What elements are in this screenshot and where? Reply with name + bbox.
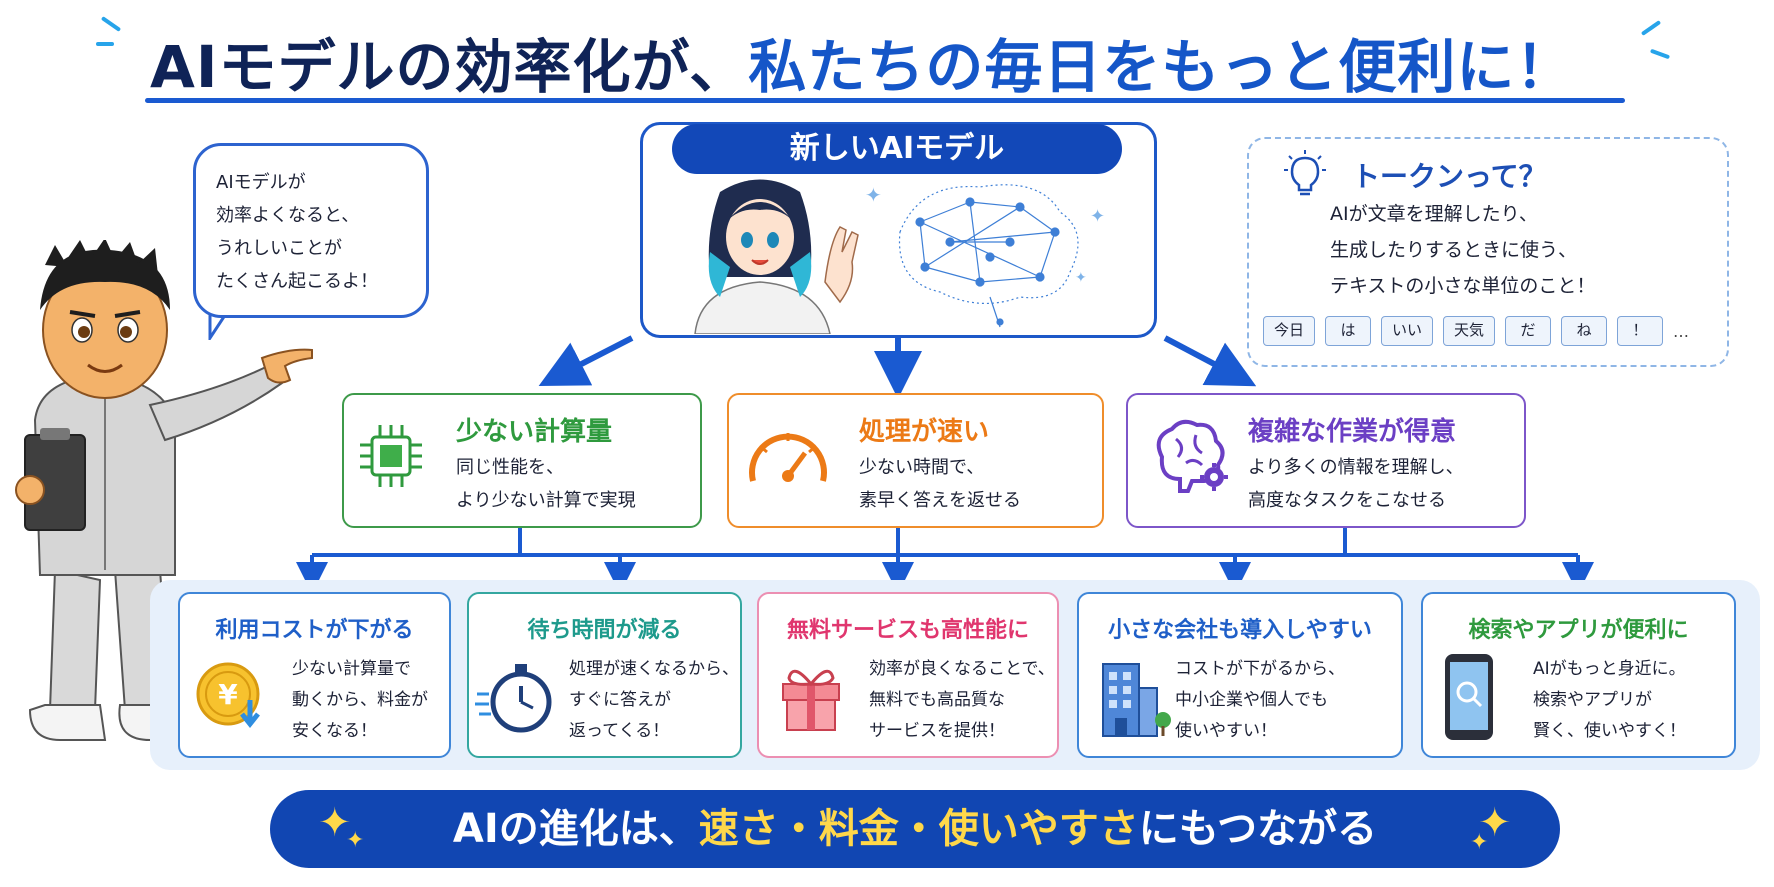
gift-icon (782, 669, 840, 731)
benefit-title: 小さな会社も導入しやすい (1108, 618, 1372, 643)
benefit-line: 返ってくる！ (569, 721, 670, 741)
benefit-line: 少ない計算量で (292, 659, 411, 679)
token-chip: だ (1505, 316, 1552, 346)
token-examples: 今日 は いい 天気 だ ね ！ … (1263, 315, 1723, 347)
token-chip: ね (1561, 316, 1608, 346)
arrow-to-feature-3 (1163, 335, 1257, 387)
banner-highlight-price: 料金 (818, 806, 899, 852)
smartphone-search-icon (1445, 654, 1493, 740)
tokens-title: トークンって？ (1352, 160, 1547, 193)
feature-line: より少ない計算で実現 (456, 490, 636, 511)
benefit-line: AIがもっと身近に。 (1533, 659, 1686, 679)
speech-bubble: AIモデルが 効率よくなると、 うれしいことが たくさん起こるよ！ (193, 143, 429, 318)
token-chip: いい (1381, 316, 1434, 346)
token-chip: 今日 (1263, 316, 1316, 346)
benefit-line: 処理が速くなるから、 (569, 659, 739, 679)
feature-line: 素早く答えを返せる (859, 490, 1021, 511)
chip-icon (360, 425, 422, 487)
benefit-line: 無料でも高品質な (869, 690, 1005, 710)
stopwatch-icon (475, 664, 552, 733)
svg-text:✦: ✦ (1090, 206, 1105, 227)
title-part-2: 私たちの毎日をもっと便利に！ (748, 33, 1575, 101)
benefit-card-small-business: 小さな会社も導入しやすい コストが下がるから、 中小企業や個人でも 使いやすい！ (1077, 592, 1403, 758)
bubble-line: たくさん起こるよ！ (216, 271, 378, 292)
svg-text:✦: ✦ (865, 183, 882, 207)
benefit-line: 賢く、使いやすく！ (1533, 721, 1686, 741)
title-part-1: AIモデルの効率化が、 (150, 33, 749, 101)
yen-coin-icon: ¥ (196, 662, 260, 729)
benefit-line: サービスを提供！ (869, 721, 1005, 741)
benefit-line: 使いやすい！ (1175, 721, 1277, 741)
benefit-line: 動くから、料金が (292, 690, 428, 710)
banner-separator: ・ (778, 806, 819, 852)
banner-separator: ・ (898, 806, 939, 852)
flow-arrows (296, 335, 1594, 594)
feature-card-fast: 処理が速い 少ない時間で、 素早く答えを返せる (727, 393, 1104, 528)
tokens-description: AIが文章を理解したり、 生成したりするときに使う、 テキストの小さな単位のこと… (1330, 196, 1690, 304)
sparkle-icon: ✦ (1470, 830, 1489, 855)
benefit-title: 待ち時間が減る (527, 618, 682, 643)
summary-banner-text: AIの進化は、速さ・料金・使いやすさにもつながる (270, 790, 1560, 868)
ai-character-illustration: ✦ ✦ ✦ (694, 179, 1105, 334)
feature-line: 同じ性能を、 (456, 457, 564, 478)
benefit-title: 無料サービスも高性能に (786, 618, 1029, 643)
summary-banner (270, 790, 1560, 868)
bubble-line: AIモデルが (216, 172, 306, 193)
brain-gear-icon (1156, 419, 1228, 493)
benefit-line: 効率が良くなることで、 (869, 659, 1055, 679)
tokens-line: 生成したりするときに使う、 (1330, 239, 1578, 261)
benefit-title: 利用コストが下がる (215, 618, 414, 643)
feature-line: 高度なタスクをこなせる (1248, 490, 1446, 511)
sparkle-icon: ✦ (346, 828, 365, 853)
banner-pre: AIの進化は、 (452, 806, 699, 852)
benefit-card-less-waiting: 待ち時間が減る 処理が速くなるから、 すぐに答えが 返ってくる！ (467, 592, 742, 758)
banner-post: にもつながる (1138, 806, 1378, 852)
tokens-line: テキストの小さな単位のこと！ (1330, 275, 1596, 297)
benefit-line: 中小企業や個人でも (1175, 690, 1328, 710)
feature-title: 処理が速い (859, 417, 990, 447)
benefit-line: コストが下がるから、 (1175, 659, 1345, 679)
benefit-card-search-apps: 検索やアプリが便利に AIがもっと身近に。 検索やアプリが 賢く、使いやすく！ (1421, 592, 1736, 758)
sparkle-icon: ✦ (1478, 800, 1512, 846)
token-chip: ！ (1617, 316, 1664, 346)
banner-highlight-speed: 速さ (698, 806, 779, 852)
token-chip: 天気 (1443, 316, 1496, 346)
arrow-to-feature-1 (538, 335, 634, 386)
bubble-line: 効率よくなると、 (216, 205, 360, 226)
accent-dash (96, 42, 114, 46)
banner-highlight-usability: 使いやすさ (938, 806, 1139, 852)
feature-line: より多くの情報を理解し、 (1248, 457, 1464, 478)
svg-text:✦: ✦ (1075, 270, 1087, 286)
feature-title: 複雑な作業が得意 (1248, 417, 1457, 447)
sparkle-icon: ✦ (318, 800, 352, 846)
building-icon (1102, 663, 1171, 737)
title-underline (145, 98, 1625, 103)
feature-card-complex-tasks: 複雑な作業が得意 より多くの情報を理解し、 高度なタスクをこなせる (1126, 393, 1526, 528)
bubble-line: うれしいことが (216, 238, 342, 259)
tokens-line: AIが文章を理解したり、 (1330, 203, 1538, 225)
benefit-line: すぐに答えが (569, 690, 671, 710)
benefit-title: 検索やアプリが便利に (1468, 618, 1689, 643)
feature-card-less-compute: 少ない計算量 同じ性能を、 より少ない計算で実現 (342, 393, 702, 528)
page-title: AIモデルの効率化が、私たちの毎日をもっと便利に！ (150, 20, 1650, 101)
token-chip: は (1325, 316, 1372, 346)
benefit-line: 検索やアプリが (1533, 690, 1652, 710)
benefit-line: 安くなる！ (292, 721, 377, 741)
benefit-card-free-services: 無料サービスも高性能に 効率が良くなることで、 無料でも高品質な サービスを提供… (757, 592, 1059, 758)
speedometer-icon (749, 433, 827, 482)
new-ai-model-label: 新しいAIモデル (672, 124, 1122, 174)
token-ellipsis: … (1673, 321, 1690, 341)
svg-text:¥: ¥ (218, 678, 238, 711)
feature-title: 少ない計算量 (456, 417, 613, 447)
feature-line: 少ない時間で、 (859, 457, 985, 478)
benefit-card-lower-cost: 利用コストが下がる ¥ 少ない計算量で 動くから、料金が 安くなる！ (178, 592, 451, 758)
lightbulb-icon (1284, 150, 1326, 196)
